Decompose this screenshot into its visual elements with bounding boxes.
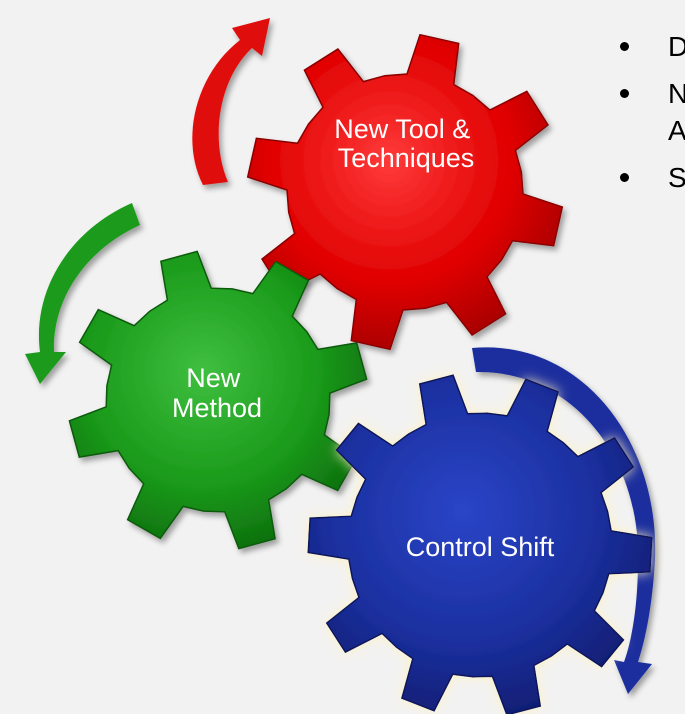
gear-control-shift: Control Shift [307, 374, 653, 714]
gear-green-shape [68, 250, 368, 550]
svg-text:New Tool & Techniques: New Tool & Techniques [334, 114, 478, 173]
blue-cycle-arrow [472, 347, 656, 694]
bullet-item-2-cont-text: A [668, 115, 685, 146]
bullet-item-1: D [620, 28, 685, 65]
red-cycle-arrow [192, 18, 270, 185]
gear-blue-shape [307, 374, 653, 714]
svg-text:New Method: New Method [172, 363, 262, 423]
gear-green-label-line1: New [186, 363, 241, 393]
green-cycle-arrow [25, 203, 140, 384]
bullet-item-2-continuation: A [620, 112, 685, 149]
svg-text:Control Shift: Control Shift [406, 532, 555, 562]
gear-new-tool-techniques: New Tool & Techniques [246, 33, 564, 351]
gear-blue-label-line1: Control Shift [406, 532, 555, 562]
gear-new-method: New Method [68, 250, 368, 550]
bullet-item-3: S [620, 159, 685, 196]
bullet-item-1-text: D [668, 31, 685, 62]
bullet-item-2: N [620, 75, 685, 112]
gear-red-label-line2: Techniques [338, 143, 475, 173]
bullet-list: D N A S [620, 28, 685, 196]
gear-red-label-line1: New Tool & [334, 114, 470, 144]
bullet-item-2-text: N [668, 78, 685, 109]
gear-green-label-line2: Method [172, 393, 262, 423]
gear-red-shape [246, 33, 564, 351]
bullet-item-3-text: S [668, 162, 685, 193]
